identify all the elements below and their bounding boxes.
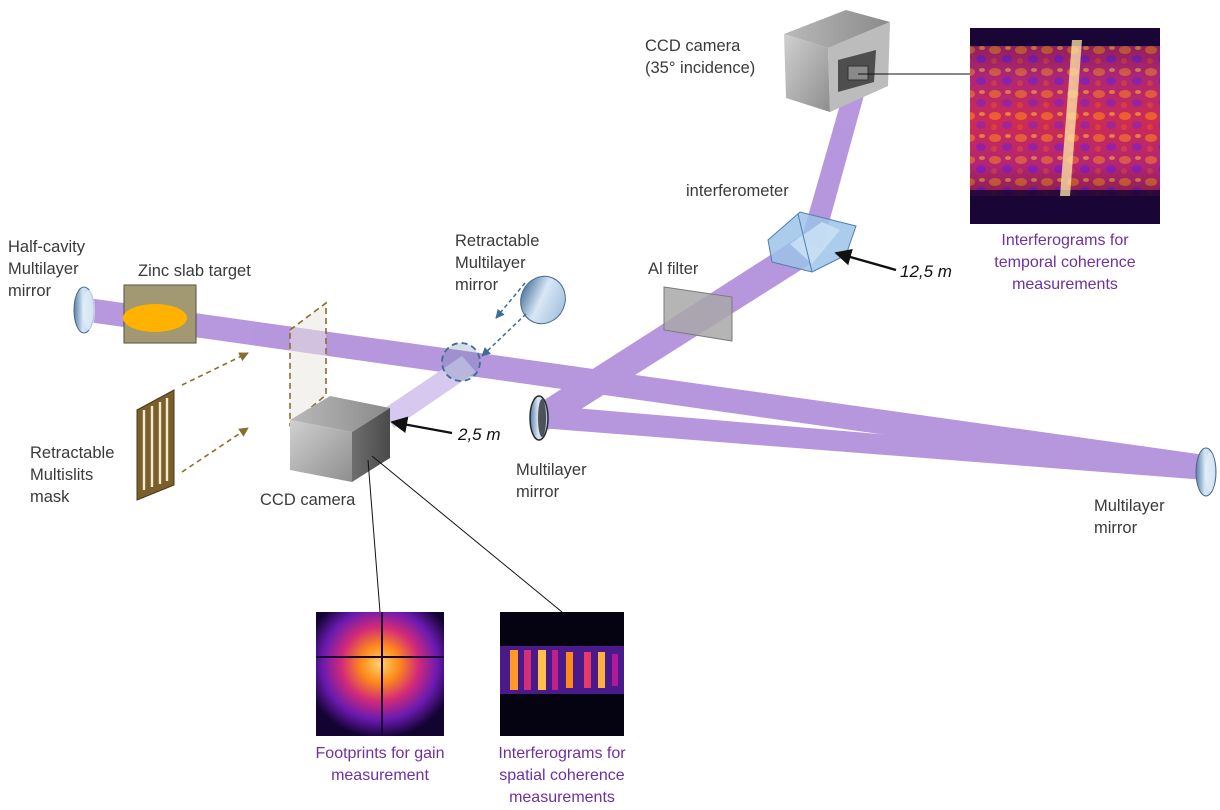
- beam-to-ccd-top: [800, 84, 866, 248]
- gain-footprint-image: [316, 612, 444, 736]
- zinc-slab-target: [123, 284, 197, 344]
- temporal-caption: Interferograms for temporal coherence me…: [994, 232, 1136, 293]
- beam-paths: [88, 84, 1205, 480]
- beam-to-ccd-bottom: [382, 356, 476, 428]
- zinc-target-label: Zinc slab target: [138, 262, 251, 280]
- connector-gain: [367, 459, 381, 613]
- retractable-arrow-upper: [495, 282, 526, 319]
- retractable-arrow-lower: [481, 313, 527, 357]
- half-cavity-mirror: [73, 286, 95, 334]
- retractable-mirror-position: [441, 342, 481, 382]
- mask-arrow-upper: [181, 352, 249, 386]
- ccd-top-label: CCD camera (35° incidence): [645, 37, 756, 77]
- distance-arrow-interferometer: [834, 249, 897, 272]
- ccd-bottom-label: CCD camera: [260, 491, 356, 509]
- mask-slot-frame: [289, 301, 327, 427]
- temporal-interferogram-image: [970, 28, 1160, 224]
- retractable-mirror-label: Retractable Multilayer mirror: [455, 232, 540, 294]
- beam-return: [540, 405, 1205, 480]
- multilayer-mirror-mid: [529, 395, 549, 441]
- multilayer-mirror-mid-label: Multilayer mirror: [516, 461, 587, 501]
- spatial-interferogram-image: [500, 612, 624, 736]
- al-filter-label: Al filter: [648, 260, 699, 278]
- mask-arrow-lower: [181, 427, 249, 473]
- interferometer: [767, 211, 857, 273]
- beam-to-interferometer: [538, 238, 812, 430]
- connector-spatial: [371, 455, 563, 613]
- multilayer-mirror-right: [1195, 447, 1217, 497]
- multislits-mask-label: Retractable Multislits mask: [30, 444, 115, 506]
- ccd-camera-bottom: [290, 396, 390, 482]
- ccd-camera-top: [784, 10, 890, 112]
- distance-label-ccd-bottom: 2,5 m: [458, 425, 501, 444]
- retractable-mirror: [520, 275, 566, 325]
- distance-arrow-ccd-bottom: [390, 416, 453, 435]
- gain-caption: Footprints for gain measurement: [315, 745, 445, 784]
- interferometer-label: interferometer: [686, 182, 789, 200]
- distance-label-interferometer: 12,5 m: [900, 262, 952, 281]
- beam-main: [88, 298, 1205, 480]
- half-cavity-mirror-label: Half-cavity Multilayer mirror: [8, 238, 86, 300]
- multislits-mask: [136, 389, 175, 501]
- spatial-caption: Interferograms for spatial coherence mea…: [498, 745, 626, 806]
- target-spot: [123, 304, 187, 332]
- al-filter: [663, 286, 733, 342]
- multilayer-mirror-right-label: Multilayer mirror: [1094, 497, 1165, 537]
